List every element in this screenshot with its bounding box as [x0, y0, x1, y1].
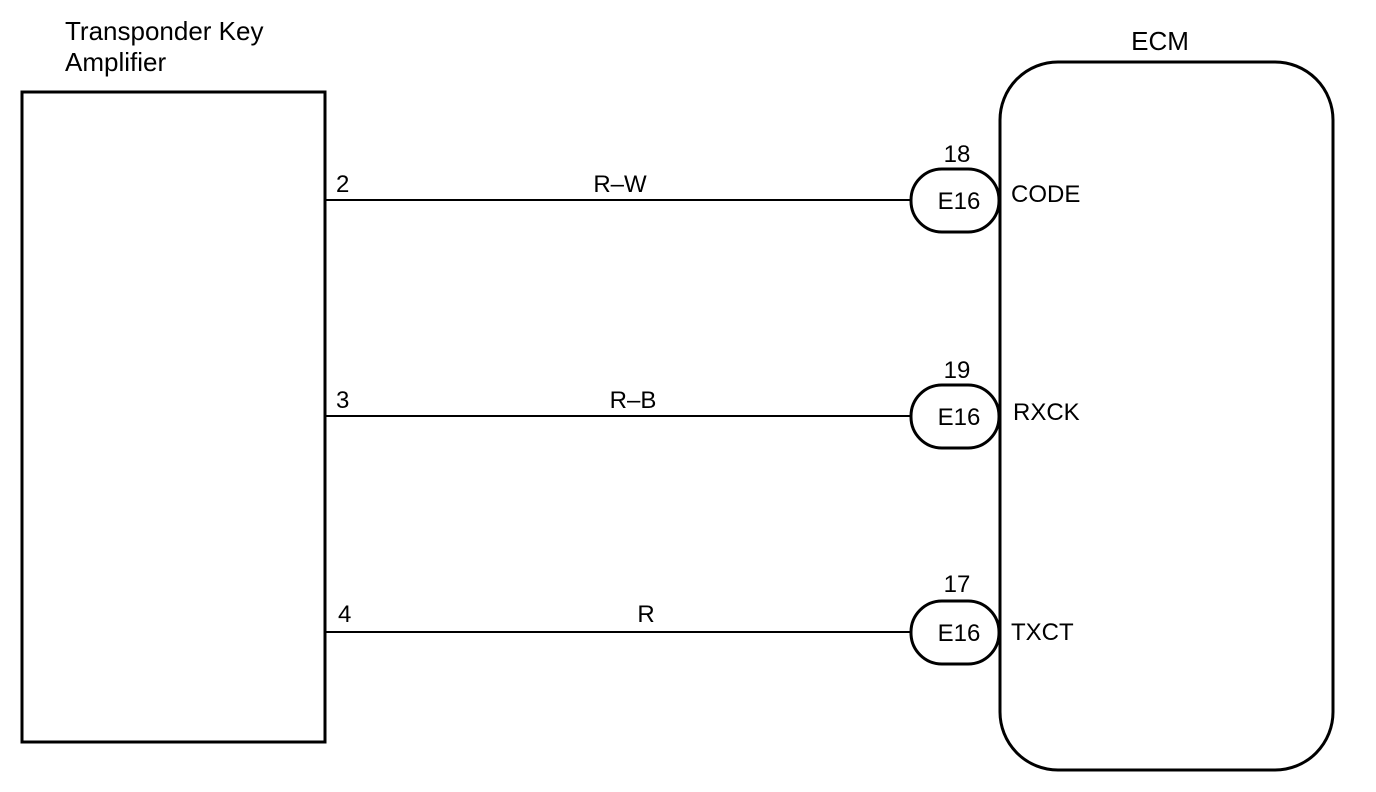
wire-color-label: R–W — [593, 171, 647, 198]
ecm-pin-number: 17 — [944, 571, 971, 598]
connector-badge — [909, 599, 1001, 666]
connector-badge — [909, 383, 1001, 450]
wire-color-label: R–B — [610, 387, 657, 414]
amplifier-pin-number: 2 — [336, 171, 349, 198]
amplifier-title-line2: Amplifier — [65, 47, 166, 77]
connector-badge — [909, 167, 1001, 234]
amplifier-title-line1: Transponder Key — [65, 16, 263, 46]
connector-code: E16 — [938, 620, 981, 647]
connector-code: E16 — [938, 404, 981, 431]
amplifier-pin-number: 4 — [338, 601, 351, 628]
ecm-signal-name: CODE — [1011, 181, 1080, 208]
ecm-signal-name: RXCK — [1013, 399, 1080, 426]
wire-color-label: R — [637, 601, 654, 628]
wire-circuit: 2 R–W 18 E16 CODE — [325, 141, 1080, 234]
ecm-component: ECM — [998, 26, 1335, 772]
amplifier-box — [20, 90, 327, 744]
wire-circuit: 3 R–B 19 E16 RXCK — [325, 357, 1080, 450]
ecm-signal-name: TXCT — [1011, 619, 1074, 646]
ecm-title: ECM — [1131, 26, 1189, 56]
ecm-pin-number: 19 — [944, 357, 971, 384]
amplifier-pin-number: 3 — [336, 387, 349, 414]
wire-circuit: 4 R 17 E16 TXCT — [325, 571, 1074, 666]
ecm-pin-number: 18 — [944, 141, 971, 168]
connector-code: E16 — [938, 188, 981, 215]
amplifier-component: Transponder Key Amplifier — [20, 16, 327, 744]
